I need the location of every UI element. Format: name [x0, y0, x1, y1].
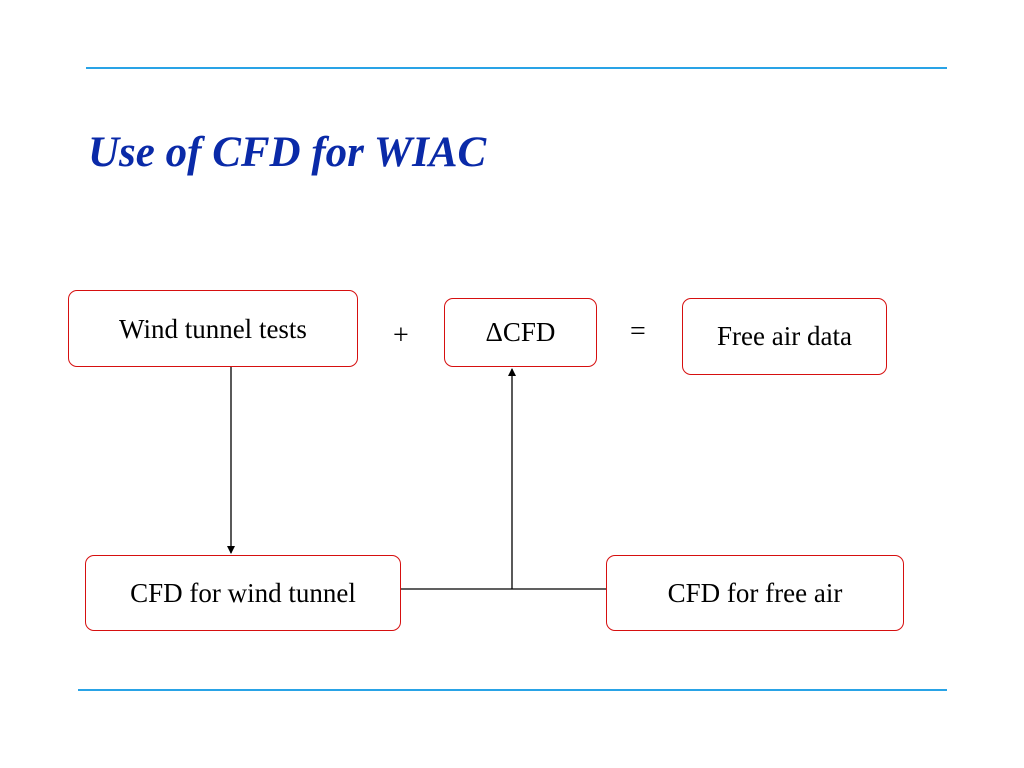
wind-tunnel-tests-label: Wind tunnel tests: [119, 314, 307, 344]
cfd-for-wind-tunnel-box: CFD for wind tunnel: [85, 555, 401, 631]
top-divider: [86, 67, 947, 69]
free-air-data-label: Free air data: [717, 321, 852, 351]
cfd-for-free-air-label: CFD for free air: [667, 577, 843, 608]
slide-title: Use of CFD for WIAC: [88, 129, 487, 176]
delta-cfd-label: ΔCFD: [485, 317, 556, 347]
wind-tunnel-tests-box: Wind tunnel tests: [68, 290, 358, 367]
delta-cfd-box: ΔCFD: [444, 298, 597, 367]
cfd-for-wind-tunnel-label: CFD for wind tunnel: [130, 577, 356, 608]
cfd-for-free-air-box: CFD for free air: [606, 555, 904, 631]
equals-operator: =: [630, 316, 646, 347]
free-air-data-box: Free air data: [682, 298, 887, 375]
bottom-divider: [78, 689, 947, 691]
plus-operator: +: [393, 320, 409, 351]
